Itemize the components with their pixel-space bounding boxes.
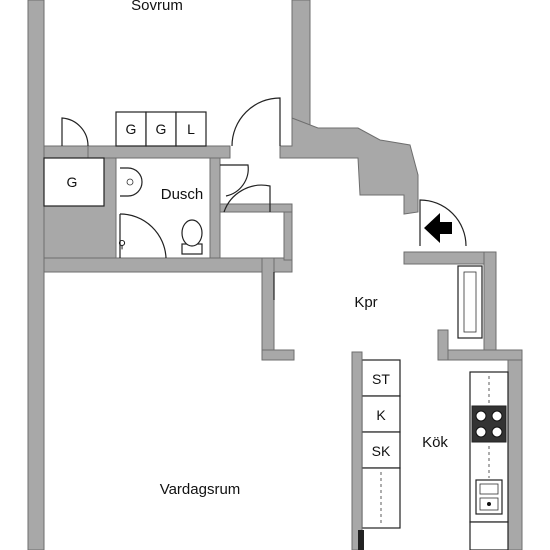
kitchen-right-bottom [469, 521, 509, 550]
closet-left-box [43, 157, 105, 207]
toilet-bowl-icon [181, 219, 203, 247]
door-bathroom-swing [220, 164, 249, 197]
room-label-kitchen: Kök [422, 434, 448, 451]
wall-hall-pillar [437, 329, 449, 361]
kitchen-left-wall-strip [351, 351, 363, 550]
hall-cabinet [457, 265, 483, 339]
wall-hall-stub-foot [261, 349, 295, 361]
wall-kitchen-top [437, 349, 523, 361]
closet-label-2: G [156, 121, 167, 137]
door-closet-swing [61, 117, 89, 147]
wall-right-upper [483, 251, 497, 353]
sink-drain-icon [487, 502, 491, 506]
closet-g-2 [145, 111, 177, 147]
wall-bedroom-right [291, 0, 311, 129]
shower-curtain-icon [119, 213, 167, 259]
wall-kitchen-right [507, 351, 523, 550]
closet-l [175, 111, 207, 147]
closet-label-3: L [187, 121, 195, 137]
washbasin-icon [120, 167, 143, 197]
kitchen-label-k: K [376, 407, 386, 423]
wall-entry-right [403, 251, 495, 265]
walls [27, 0, 523, 550]
kitchen-label-st: ST [372, 371, 390, 387]
room-labels: Sovrum Dusch Kpr Kök Vardagsrum [131, 0, 448, 498]
bathroom-fixtures: ⚲ [118, 167, 203, 259]
room-label-shower: Dusch [161, 186, 204, 203]
closets-top: G G L [115, 111, 207, 147]
door-bedroom-swing [231, 97, 281, 147]
wall-hall-stub [261, 257, 275, 359]
kitchen-unit-st [361, 359, 401, 397]
stove-icon [471, 405, 507, 443]
closet-left-label: G [67, 174, 78, 190]
sink-basin-2 [479, 497, 499, 511]
closet-left: G [43, 157, 105, 207]
wall-bathroom-right [209, 157, 221, 259]
wall-left-outer [27, 0, 45, 550]
wall-closet-top [219, 203, 293, 213]
stove-burner-2 [491, 410, 503, 422]
door-entrance-swing [419, 199, 467, 247]
room-label-living: Vardagsrum [160, 481, 241, 498]
entrance-arrow-icon [424, 213, 452, 243]
kitchen-unit-k [361, 395, 401, 433]
kitchen-right-counter [469, 371, 509, 550]
kitchen-label-sk: SK [372, 443, 391, 459]
stove-burner-4 [491, 426, 503, 438]
wall-corridor-corner [279, 117, 419, 215]
stove-burner-1 [475, 410, 487, 422]
doors [61, 97, 467, 300]
washbasin-drain-icon [126, 178, 134, 186]
room-label-hallway: Kpr [354, 294, 377, 311]
shower-symbol-icon: ⚲ [118, 239, 126, 251]
hall-cabinet-inner [463, 271, 477, 333]
closet-label-1: G [126, 121, 137, 137]
hall-cabinet-outer [457, 265, 483, 339]
stove-burner-3 [475, 426, 487, 438]
kitchen-left-units: ST K SK [351, 351, 401, 550]
door-closet2-swing [223, 184, 271, 213]
room-label-bedroom: Sovrum [131, 0, 183, 14]
wall-bathroom-bottom [43, 257, 293, 273]
wall-bedroom-bottom-2 [87, 145, 231, 159]
kitchen-left-bottom-post [358, 530, 364, 550]
sink-basin-1 [479, 483, 499, 495]
